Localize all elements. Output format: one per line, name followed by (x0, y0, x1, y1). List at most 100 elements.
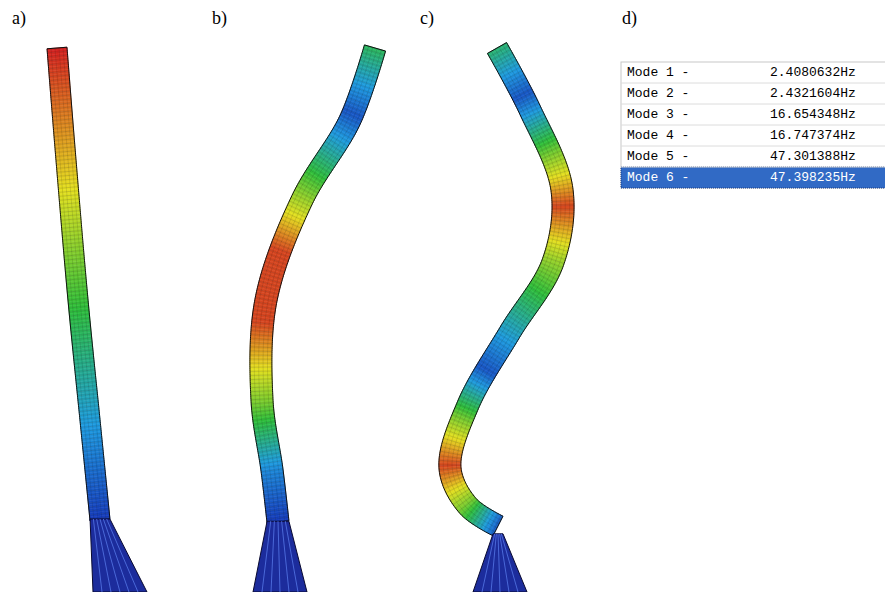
mesh-line (256, 293, 278, 298)
mesh-line (508, 81, 527, 91)
mesh-line (76, 382, 96, 384)
mesh-line (56, 155, 76, 157)
mesh-line (53, 119, 73, 121)
mesh-line (510, 85, 529, 95)
mesh-line (68, 302, 88, 304)
mesh-line (552, 196, 574, 198)
mesh-line (552, 200, 574, 202)
mesh-line (89, 513, 109, 515)
mesh-line (259, 453, 281, 457)
mesh-line (517, 99, 537, 109)
mesh-line (544, 253, 565, 260)
mesh-line (78, 402, 98, 404)
mesh-line (440, 451, 462, 455)
mesh-line (81, 425, 101, 427)
mesh-line (75, 374, 95, 376)
mesh-line (255, 297, 277, 301)
mesh-line (254, 425, 276, 428)
mesh-line (89, 505, 109, 507)
mesh-line (519, 103, 539, 112)
mesh-line (58, 183, 78, 185)
mesh-line (58, 187, 78, 189)
mesh-line (295, 190, 315, 200)
mesh-line (57, 171, 77, 173)
mesh-line (60, 203, 80, 205)
mesh-line (252, 410, 274, 412)
mesh-line (48, 59, 68, 61)
mesh-line (77, 394, 97, 396)
mesh-line (536, 273, 555, 284)
mesh-line (551, 220, 573, 222)
mode-frequency: 16.747374Hz (770, 125, 856, 146)
mesh-line (253, 418, 275, 421)
mesh-line (49, 67, 69, 69)
panel-label: b) (212, 8, 227, 28)
mesh-line (258, 449, 280, 453)
row-separator (621, 167, 885, 168)
base-flare (253, 521, 307, 592)
beam-segment (552, 203, 574, 205)
mesh-line (448, 486, 467, 497)
mesh-line (267, 517, 289, 519)
mesh-line (63, 239, 83, 241)
row-separator (621, 146, 885, 147)
mesh-line (264, 497, 286, 499)
mesh-line (59, 48, 102, 520)
mesh-line (79, 410, 99, 412)
mesh-line (54, 131, 74, 133)
mesh-line (250, 371, 272, 372)
mesh-line (71, 330, 91, 332)
mesh-line (255, 433, 277, 437)
mesh-line (512, 309, 530, 322)
mesh-line (358, 68, 379, 75)
mesh-line (497, 60, 516, 71)
mesh-line (261, 465, 283, 468)
mesh-line (439, 460, 461, 461)
mesh-line (82, 437, 102, 439)
mesh-line (440, 471, 462, 475)
mesh-line (530, 125, 550, 135)
mesh-line (48, 55, 68, 57)
mesh-line (77, 390, 97, 392)
mesh-line (252, 318, 274, 320)
mesh-line (355, 75, 376, 82)
mesh-line (51, 103, 71, 105)
mesh-line (80, 414, 100, 416)
row-separator (621, 104, 885, 105)
mesh-line (351, 86, 372, 93)
mesh-line (85, 465, 105, 467)
beam-mode-shape (250, 45, 386, 592)
base-rib (482, 534, 495, 592)
mesh-line (255, 302, 277, 306)
mesh-line (88, 501, 108, 503)
mesh-line (439, 468, 461, 470)
mode-frequency: 47.398235Hz (770, 167, 856, 188)
mesh-line (524, 292, 542, 305)
mesh-line (552, 204, 574, 205)
mesh-line (81, 433, 101, 435)
mesh-line (253, 310, 275, 313)
mesh-line (64, 250, 84, 252)
mesh-line (259, 457, 281, 461)
mesh-line (66, 274, 86, 276)
beam-outline (250, 45, 386, 523)
mesh-line (251, 390, 273, 392)
mesh-line (62, 235, 82, 237)
mesh-line (62, 231, 82, 233)
mesh-line (86, 481, 106, 483)
beam-outline (439, 43, 574, 536)
mesh-line (83, 445, 103, 447)
mesh-line (54, 139, 74, 141)
mesh-line (552, 216, 574, 218)
mesh-line (57, 175, 77, 177)
mesh-line (67, 282, 87, 284)
mesh-line (87, 493, 107, 495)
mesh-line (443, 51, 556, 532)
mesh-line (250, 355, 272, 356)
mesh-line (55, 147, 75, 149)
mesh-line (85, 473, 105, 475)
mesh-line (491, 515, 501, 535)
mesh-line (523, 110, 543, 120)
mesh-line (516, 96, 536, 106)
mesh-line (71, 334, 91, 336)
